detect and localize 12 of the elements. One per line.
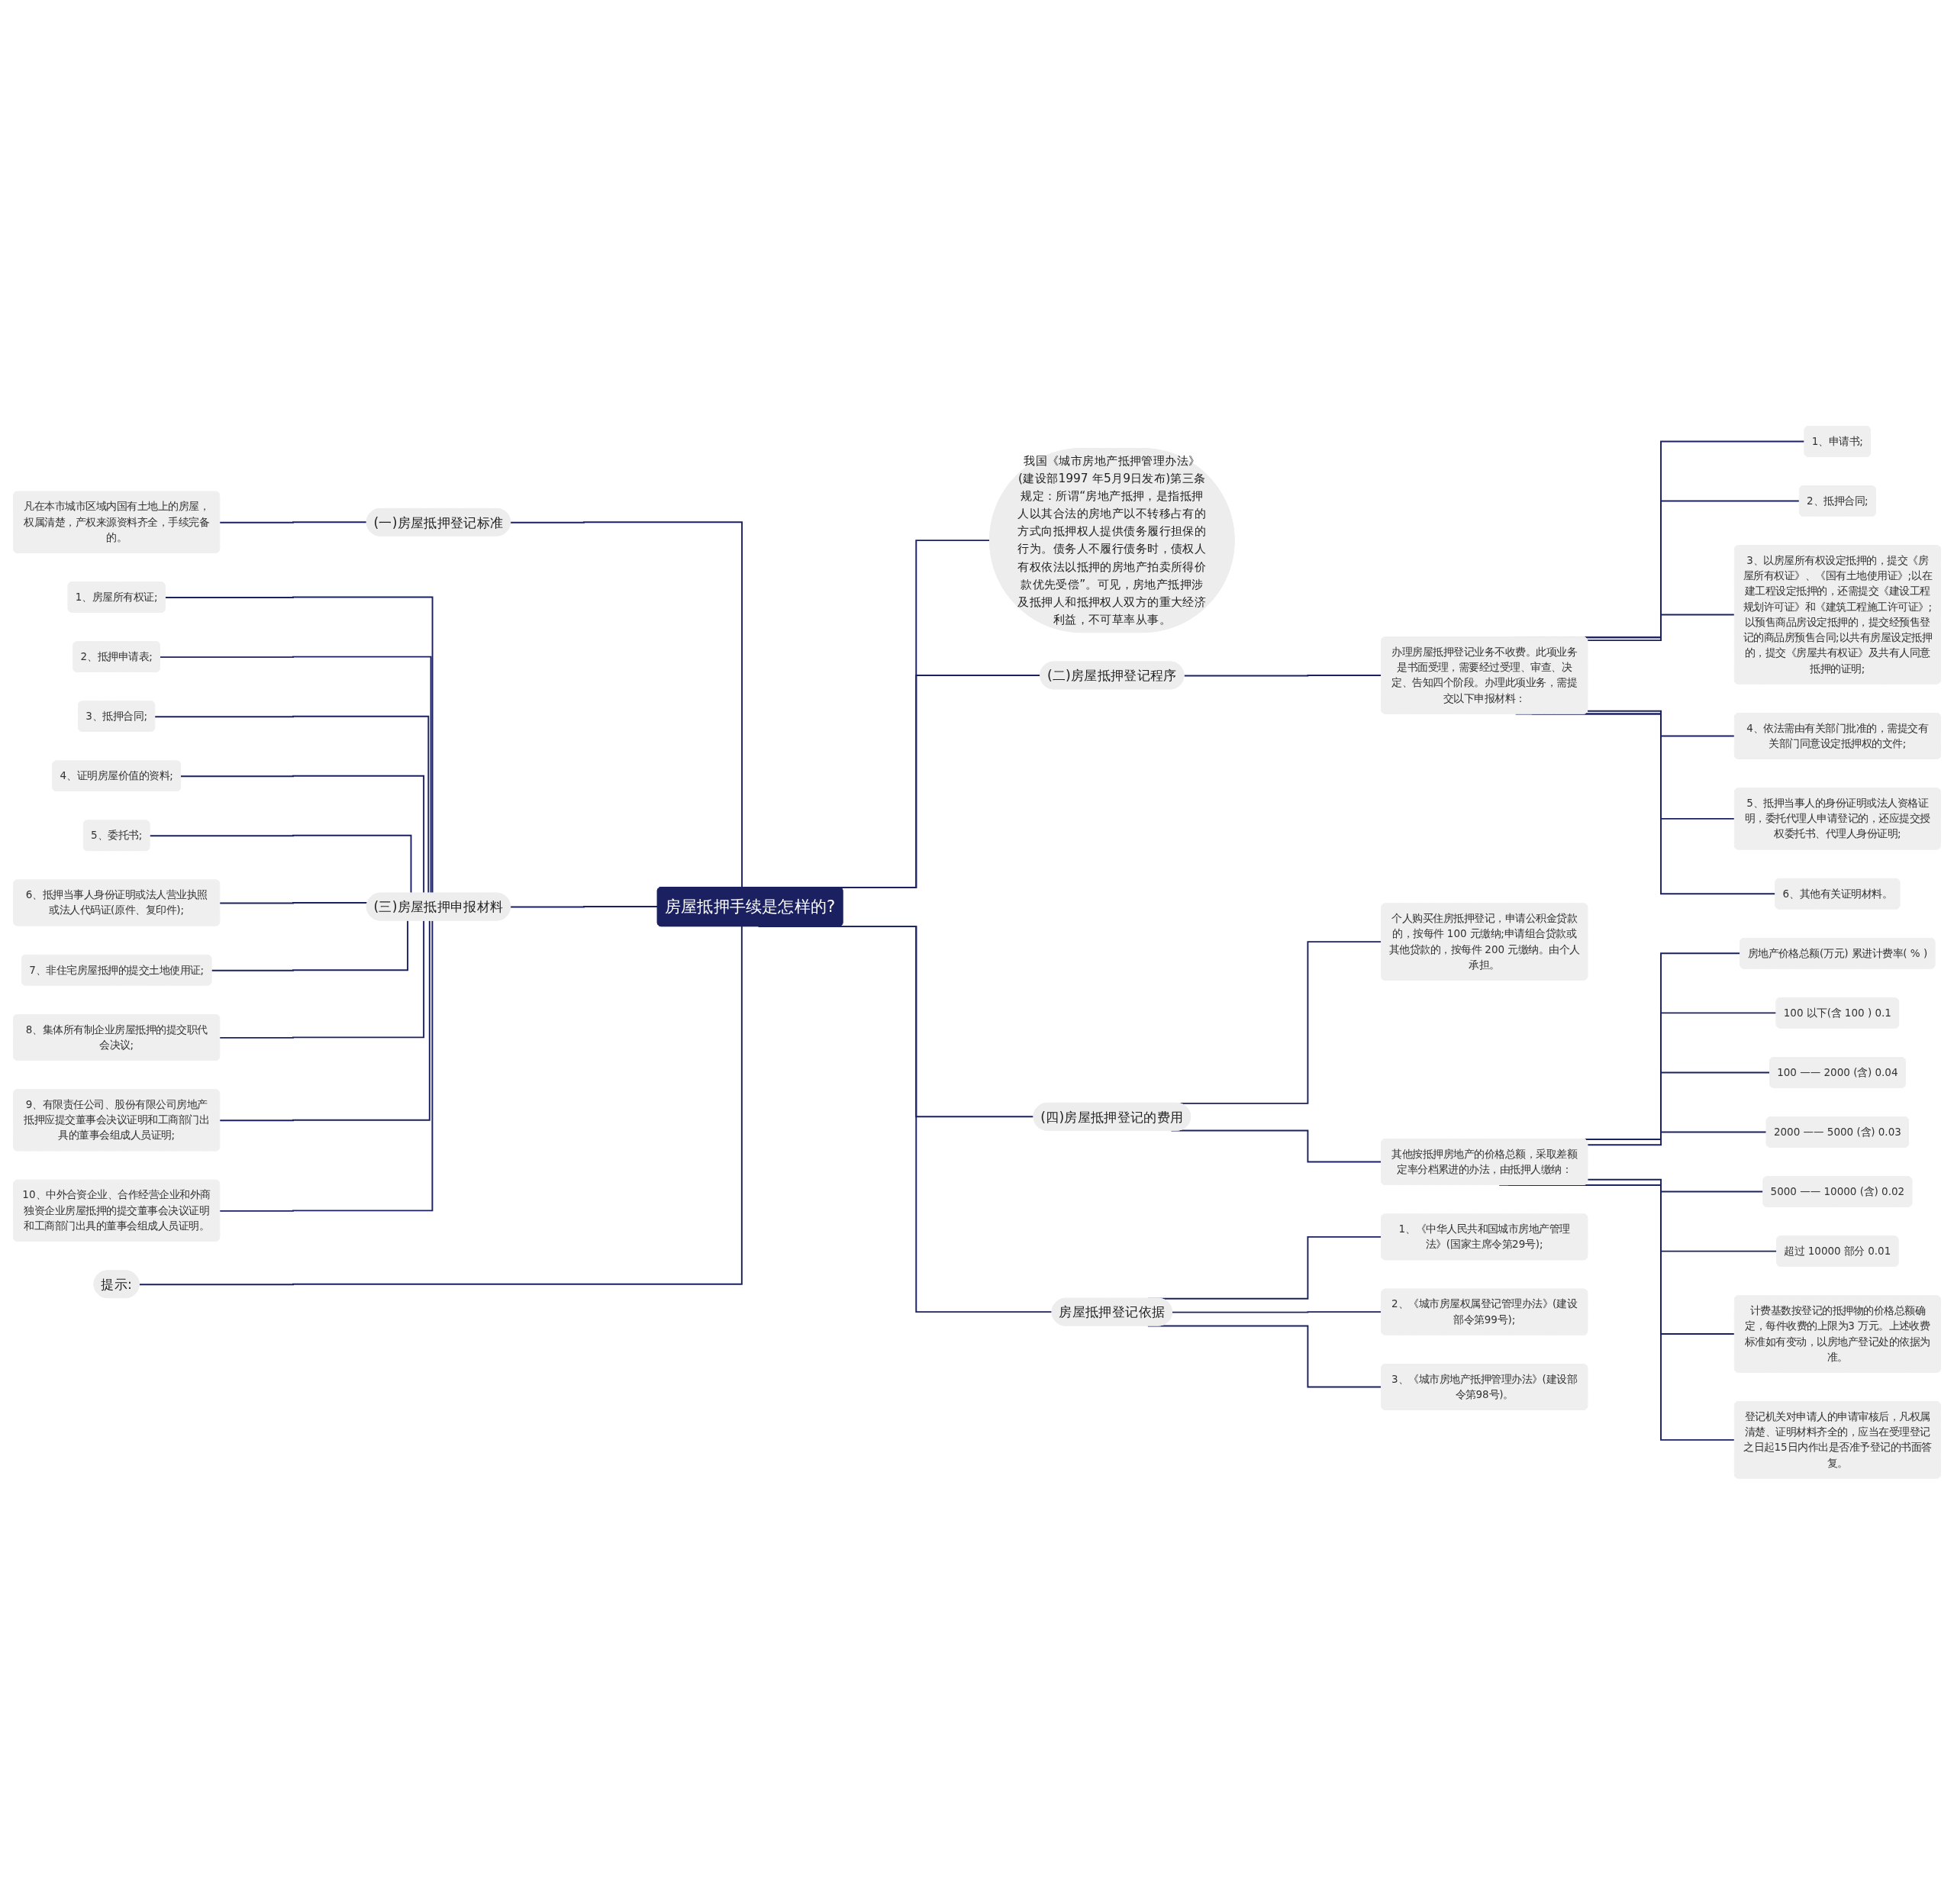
connector	[219, 520, 368, 524]
connector	[138, 925, 743, 1285]
connector	[510, 905, 659, 908]
connector	[1587, 614, 1736, 641]
connector	[1587, 710, 1736, 737]
connector	[219, 920, 430, 1121]
connector	[1587, 1131, 1768, 1145]
connector	[510, 520, 743, 888]
connector	[219, 920, 425, 1039]
connector	[219, 920, 434, 1212]
connector	[219, 901, 368, 906]
connector	[211, 920, 409, 971]
